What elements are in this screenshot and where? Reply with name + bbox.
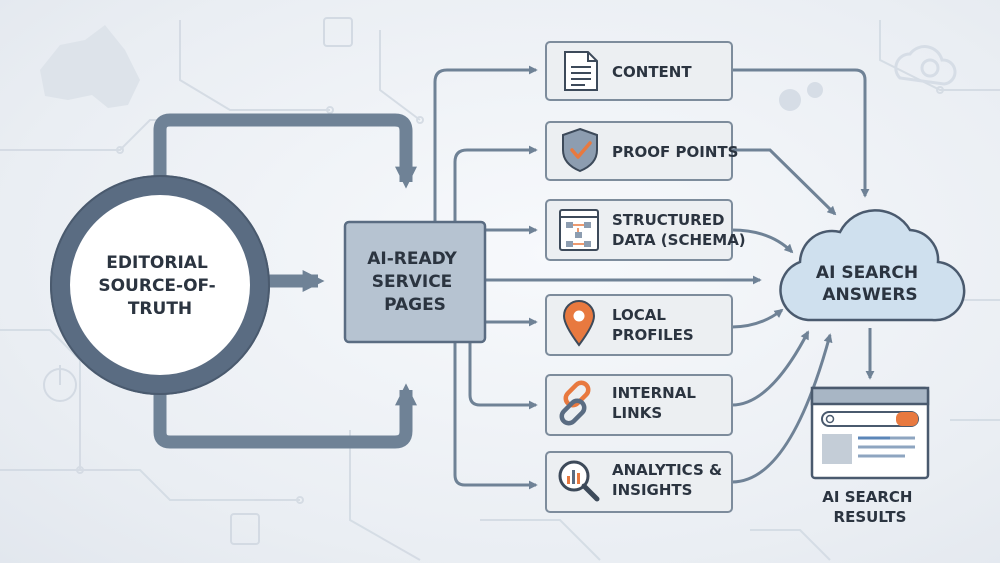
chip-icon (230, 17, 353, 545)
component-label-line: PROOF POINTS (612, 143, 738, 161)
document-icon (564, 51, 598, 91)
gear-icon (779, 82, 823, 111)
svg-text:CONTENT: CONTENT (612, 63, 692, 81)
results-label-line: RESULTS (834, 508, 907, 526)
component-label-line: INTERNAL (612, 384, 696, 402)
component-analytics-insights: ANALYTICS & INSIGHTS (545, 451, 733, 513)
svg-text:AI-READY SERVICE P: AI-READY SERVICE PAGES (367, 249, 463, 315)
background-decoration (0, 20, 1000, 561)
component-label-line: INSIGHTS (612, 481, 692, 499)
component-label-line: CONTENT (612, 63, 692, 81)
component-label-line: DATA (SCHEMA) (612, 231, 746, 249)
component-label-line: LINKS (612, 404, 662, 422)
search-icon (825, 414, 835, 424)
svg-text:STRUCTURED DATA (SCHEMA): STRUCTURED DATA (SCHEMA) (612, 211, 746, 249)
component-content: CONTENT (545, 41, 733, 101)
component-proof-points: PROOF POINTS (545, 121, 738, 181)
component-label-line: ANALYTICS & (612, 461, 722, 479)
hub-label-line: PAGES (384, 295, 446, 315)
component-label-line: LOCAL (612, 306, 666, 324)
svg-text:LOCAL PROFILES: LOCAL PROFILES (612, 306, 694, 344)
map-pin-icon (562, 300, 596, 347)
svg-text:ANALYTICS & INSIGHTS: ANALYTICS & INSIGHTS (612, 461, 727, 499)
search-cloud-icon (894, 45, 957, 86)
hub-label-line: SERVICE (372, 272, 453, 292)
cloud-icon (779, 209, 966, 322)
svg-text:PROOF POINTS: PROOF POINTS (612, 143, 738, 161)
results-label-line: AI SEARCH (822, 488, 912, 506)
svg-text:INTERNAL LINKS: INTERNAL LINKS (612, 384, 701, 422)
svg-text:AI SEARCH ANSWERS: AI SEARCH ANSWERS (816, 263, 924, 305)
answers-label-line: ANSWERS (822, 285, 917, 305)
component-internal-links: INTERNAL LINKS (545, 374, 733, 436)
chain-link-icon (559, 380, 591, 426)
component-local-profiles: LOCAL PROFILES (545, 294, 733, 356)
schema-diagram-icon (559, 209, 599, 251)
hub-label-line: AI-READY (367, 249, 457, 269)
power-icon (43, 365, 77, 402)
results-label: AI SEARCH RESULTS (822, 488, 917, 526)
shield-check-icon (562, 127, 598, 173)
answers-label-line: AI SEARCH (816, 263, 918, 283)
source-label-line: SOURCE-OF- (98, 276, 215, 296)
hub-fanout-arrows (433, 65, 762, 490)
component-structured-data: STRUCTURED DATA (SCHEMA) (545, 199, 746, 261)
svg-text:EDITORIAL SOURCE-OF-: EDITORIAL SOURCE-OF- TRUTH (98, 253, 221, 319)
editorial-source-node: EDITORIAL SOURCE-OF- TRUTH (50, 175, 270, 395)
ai-search-results-window (810, 386, 930, 480)
source-label-line: EDITORIAL (106, 253, 208, 273)
component-label-line: PROFILES (612, 326, 694, 344)
component-label-line: STRUCTURED (612, 211, 724, 229)
converge-arrows (731, 68, 875, 484)
source-label-line: TRUTH (128, 299, 192, 319)
ai-search-answers-cloud: AI SEARCH ANSWERS (779, 209, 966, 322)
magnifier-chart-icon (558, 460, 600, 502)
australia-map-decoration (40, 25, 140, 108)
ai-ready-service-pages-node: AI-READY SERVICE PAGES (343, 220, 487, 344)
